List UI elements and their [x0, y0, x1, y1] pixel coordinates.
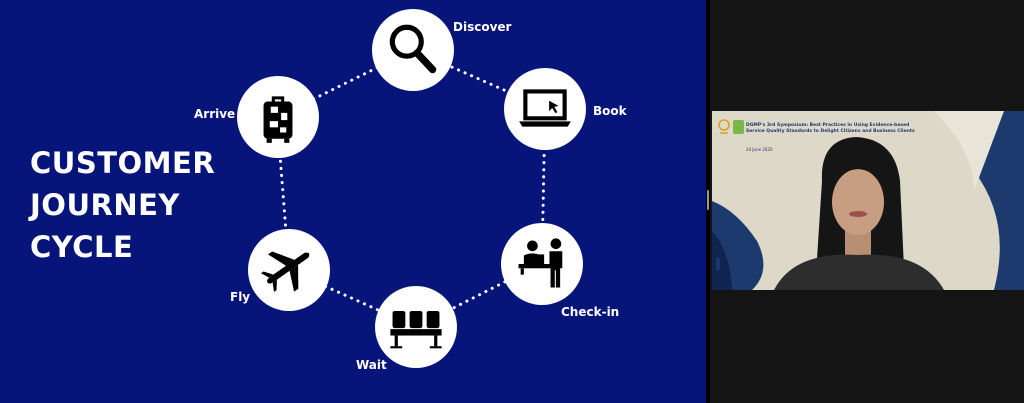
- stage-label-arrive: Arrive: [194, 107, 236, 121]
- video-background: [712, 111, 1024, 290]
- stage-label-check-in: Check-in: [561, 305, 620, 319]
- stage-label-fly: Fly: [230, 290, 251, 304]
- slide-headline: CUSTOMER JOURNEY CYCLE: [30, 142, 215, 268]
- headline-line-3: CYCLE: [30, 230, 134, 264]
- resize-handle[interactable]: [707, 190, 709, 210]
- stage-discover[interactable]: [372, 9, 454, 91]
- airplane-icon: [260, 251, 310, 292]
- laptop-icon: [519, 89, 571, 127]
- stage-label-discover: Discover: [453, 20, 512, 34]
- check-in-desk-icon: [518, 238, 563, 288]
- stage-wait[interactable]: [375, 286, 457, 368]
- stage-fly[interactable]: [248, 229, 330, 311]
- presentation-slide: CUSTOMER JOURNEY CYCLE Discover Book: [0, 0, 706, 403]
- headline-line-1: CUSTOMER: [30, 146, 216, 180]
- video-tile[interactable]: DGMP's 3rd Symposium: Best Practices in …: [712, 111, 1024, 290]
- dap-logo-icon: [718, 119, 730, 134]
- contact-list: [716, 258, 722, 270]
- suitcase-icon: [263, 96, 293, 143]
- stage-check-in[interactable]: [501, 223, 583, 305]
- green-logo-icon: [733, 120, 744, 134]
- stage-book[interactable]: [504, 68, 586, 150]
- event-card-title: DGMP's 3rd Symposium: Best Practices in …: [746, 123, 915, 134]
- stage-label-wait: Wait: [356, 358, 387, 372]
- magnifier-icon: [389, 24, 437, 74]
- contact-row: [716, 266, 722, 270]
- contact-row: [716, 258, 722, 262]
- contact-row: [716, 262, 722, 266]
- stage-arrive[interactable]: [237, 76, 319, 158]
- stage-label-book: Book: [593, 104, 627, 118]
- waiting-seats-icon: [390, 311, 442, 349]
- event-card-date: 24 June 2020: [746, 147, 773, 152]
- headline-line-2: JOURNEY: [30, 188, 180, 222]
- cycle-ring: [275, 48, 547, 329]
